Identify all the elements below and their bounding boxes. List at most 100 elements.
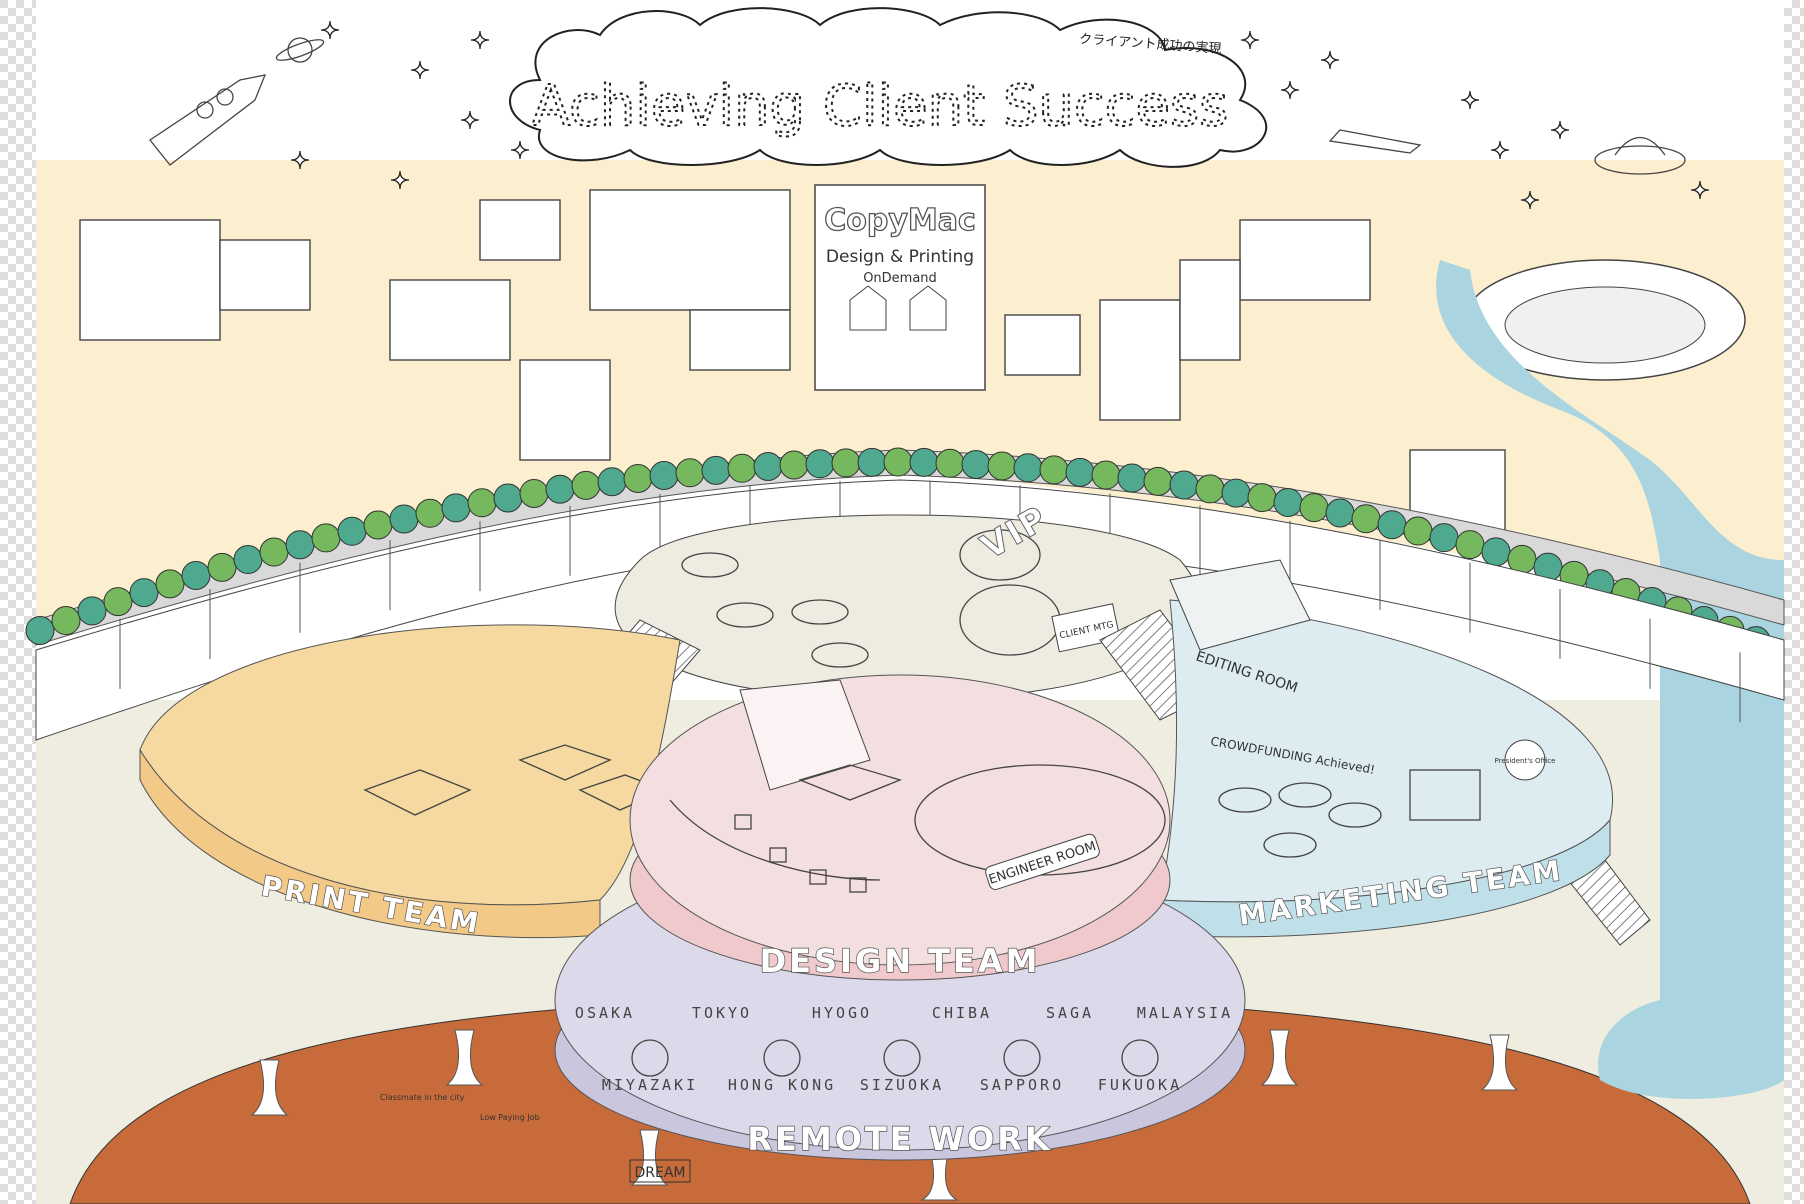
presidents-office-sign: President's Office (1495, 739, 1556, 781)
tree (805, 449, 835, 479)
design-team-label: DESIGN TEAM (760, 942, 1041, 980)
sparkle-icon (1550, 120, 1570, 140)
remote-city-label: MALAYSIA (1137, 1004, 1233, 1022)
presentation-screen (739, 679, 871, 791)
tree (727, 453, 757, 483)
tree (961, 449, 991, 479)
pillars (250, 1029, 1519, 1201)
sparkle-icon (470, 30, 490, 50)
stadium-field (1504, 286, 1706, 364)
tree (701, 455, 731, 485)
title-cloud (509, 7, 1268, 168)
transparent-edge-left (0, 0, 36, 1204)
tree (1169, 470, 1199, 500)
remote-pods (631, 1039, 1159, 1077)
sparkle-icon (1240, 30, 1260, 50)
marketing-booths (1218, 769, 1481, 858)
sparkle-icon (1280, 80, 1300, 100)
sparkle-icon (1690, 180, 1710, 200)
tree (1325, 498, 1355, 528)
tree (545, 474, 575, 504)
design-team-floor (629, 674, 1171, 966)
sparkle-icon (410, 60, 430, 80)
tree (1013, 453, 1043, 483)
tree (649, 460, 679, 490)
remote-city-label: SAPPORO (980, 1076, 1064, 1094)
tree (389, 504, 419, 534)
tree (519, 478, 549, 508)
tree (987, 451, 1017, 481)
remote-city-label: MIYAZAKI (602, 1076, 698, 1094)
remote-city-label: FUKUOKA (1098, 1076, 1182, 1094)
tree (1351, 504, 1381, 534)
tree (753, 451, 783, 481)
copymac-tagline: Design & Printing (826, 247, 974, 267)
tree (415, 498, 445, 528)
tree (675, 458, 705, 488)
low-paying-note: Low Paying Job (480, 1113, 540, 1122)
planet-icon (275, 37, 325, 63)
tree (1065, 457, 1095, 487)
remote-pod (631, 1039, 669, 1077)
sparkle-icon (390, 170, 410, 190)
tree (1481, 537, 1511, 567)
sparkle-icon (1460, 90, 1480, 110)
remote-city-label: TOKYO (692, 1004, 752, 1022)
tree (467, 488, 497, 518)
tree (129, 578, 159, 608)
tree (207, 552, 237, 582)
sparkle-icon (1490, 140, 1510, 160)
svg-text:DREAM: DREAM (634, 1165, 685, 1181)
remote-city-label: SIZUOKA (860, 1076, 944, 1094)
dream-sign: DREAM (629, 1159, 691, 1183)
tree (1273, 487, 1303, 517)
tree (1195, 474, 1225, 504)
tree (337, 516, 367, 546)
tree (597, 467, 627, 497)
tree (1091, 460, 1121, 490)
comic-strip (35, 479, 1785, 741)
airplane-icon (1328, 129, 1422, 154)
tree (25, 615, 55, 645)
tree (779, 450, 809, 480)
tree (259, 537, 289, 567)
copymac-tagline-2: OnDemand (863, 271, 937, 286)
tree (831, 448, 861, 478)
title: Achieving Client Success (532, 74, 1229, 139)
tree (493, 483, 523, 513)
rocket-icon (149, 74, 267, 166)
svg-text:President's Office: President's Office (1495, 757, 1556, 765)
tree (441, 493, 471, 523)
tree (233, 545, 263, 575)
tree (1117, 463, 1147, 493)
tree (77, 596, 107, 626)
sparkle-icon (1320, 50, 1340, 70)
remote-work-label: REMOTE WORK (747, 1120, 1052, 1158)
tree (1403, 516, 1433, 546)
tree (181, 560, 211, 590)
tree (1247, 483, 1277, 513)
remote-pod (1003, 1039, 1041, 1077)
tree (857, 447, 887, 477)
tree (1455, 530, 1485, 560)
river (1436, 260, 1784, 1099)
tree (1221, 478, 1251, 508)
sparkle-icon (510, 140, 530, 160)
tree (155, 569, 185, 599)
tree (285, 530, 315, 560)
tree (1143, 466, 1173, 496)
tree (883, 447, 913, 477)
tree (1429, 523, 1459, 553)
sparkle-icon (290, 150, 310, 170)
remote-city-label: OSAKA (575, 1004, 635, 1022)
tree (909, 447, 939, 477)
buildings (79, 189, 1506, 541)
marketing-team-edge (1159, 818, 1611, 938)
remote-city-label: HYOGO (812, 1004, 872, 1022)
sparkle-icon (1520, 190, 1540, 210)
remote-city-label: SAGA (1046, 1004, 1094, 1022)
tree (623, 463, 653, 493)
tree (363, 510, 393, 540)
transparent-edge-right (1784, 0, 1804, 1204)
